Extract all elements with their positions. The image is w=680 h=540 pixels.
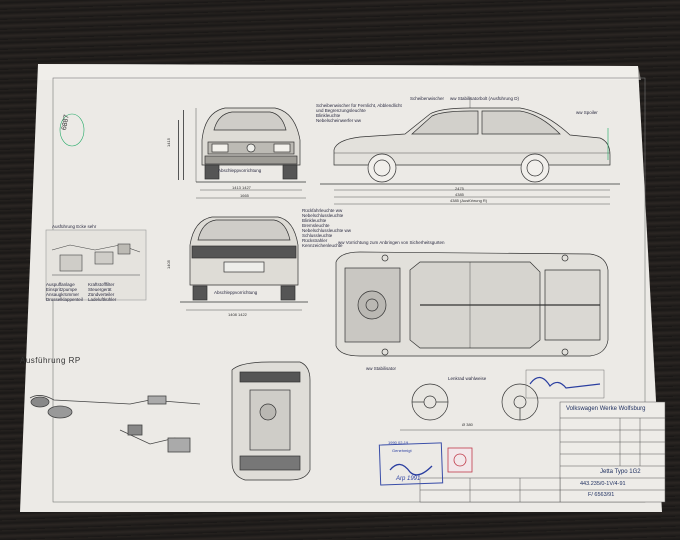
dimension-length-total: 4385 bbox=[455, 192, 464, 197]
dimension-length-c: 4385 (Ausführung R) bbox=[450, 198, 488, 203]
wiring-note: ww Vorrichtung zum Anbringen von Sicherh… bbox=[338, 240, 445, 245]
drawing-number: 443.235/0-1V/4-91 bbox=[580, 481, 626, 487]
rear-note: Schlussleuchte bbox=[302, 233, 333, 238]
dimension-length-b: 2475 bbox=[455, 186, 464, 191]
rear-note: Rückstrahler bbox=[302, 238, 328, 243]
exhaust-note: Drosselklappenteil bbox=[46, 297, 83, 302]
front-note: Nebelscheinwerfer ww bbox=[316, 118, 362, 123]
front-note: und Begrenzungsleuchte bbox=[316, 108, 366, 113]
exhaust-rp-drawing bbox=[29, 395, 201, 453]
front-note: Blinkleuchte bbox=[316, 113, 341, 118]
spoiler-label: ww Spoiler bbox=[576, 110, 598, 115]
title-block bbox=[419, 401, 666, 503]
front-note: Scheibenwischer für Fernlicht, Abblendli… bbox=[316, 103, 402, 108]
dimension-front-width-b: 1665 bbox=[240, 193, 249, 198]
dimension-height-a: 1415 bbox=[165, 138, 171, 147]
exhaust-note: Einspritzpumpe bbox=[46, 287, 78, 292]
sheet-number-mark bbox=[59, 113, 85, 147]
side-view-drawing bbox=[320, 97, 620, 205]
rear-note: Nebelschlussleuchte ww bbox=[302, 228, 352, 233]
dimension-front-width-a: 1413 1427 bbox=[232, 185, 251, 190]
engine-note: Ladeluftkühler bbox=[88, 297, 117, 302]
engine-note: Kraftstofffilter bbox=[88, 282, 115, 287]
rear-view-drawing bbox=[180, 216, 308, 311]
stamp-date: 1990 02-19 bbox=[388, 440, 409, 445]
company-name: Volkswagen Werke Wolfsburg bbox=[566, 406, 646, 412]
red-seal-stamp bbox=[447, 447, 473, 473]
rear-note: Kennzeichenleuchte bbox=[302, 243, 343, 248]
rear-window-label: Scheibenwischer bbox=[410, 96, 445, 101]
rear-note: Blinkleuchte bbox=[302, 218, 327, 223]
exhaust-note: Ansaugkrümmer bbox=[46, 292, 80, 297]
engine-note: Zündverteiler bbox=[88, 292, 115, 297]
stabilisator-label: ww Stabilisator bbox=[366, 366, 397, 371]
boot-detail-drawing bbox=[231, 361, 311, 481]
stamp-signature: Arp 1991 bbox=[396, 476, 421, 482]
rear-view-label: Abschleppvorrichtung bbox=[214, 290, 258, 295]
stamp-label: Genehmigt bbox=[392, 448, 412, 453]
rear-note: Bremsleuchte bbox=[302, 223, 330, 228]
dimension-height-b: 1405 bbox=[165, 260, 171, 269]
ausfuehrung-rp-label: Ausführung RP bbox=[20, 356, 81, 365]
exhaust-note: Ausführung Ecke sehr bbox=[52, 224, 97, 229]
antenna-label: ww Stabilisatorbolt (Ausführung D) bbox=[450, 96, 520, 101]
rear-note: Rückfahrleuchte ww bbox=[302, 208, 343, 213]
top-view-drawing bbox=[335, 251, 609, 357]
steering-wheel-drawings bbox=[400, 383, 560, 431]
dimension-rear-width: 1408 1422 bbox=[228, 312, 247, 317]
model-name: Jetta Typo 1G2 bbox=[600, 469, 641, 475]
engine-detail-drawing bbox=[45, 229, 147, 301]
engine-note: Steuergerät bbox=[88, 287, 112, 292]
exhaust-note: Auspuffanlage bbox=[46, 282, 75, 287]
dimension-turning: Ø 380 bbox=[462, 422, 473, 427]
drawing-ref: F/ 6563/91 bbox=[588, 492, 615, 498]
front-view-label: Abschleppvorrichtung bbox=[218, 168, 262, 173]
approval-stamp bbox=[378, 442, 444, 486]
top-signature bbox=[525, 369, 605, 399]
lenkrad-label: Lenkrad wahlweise bbox=[448, 376, 487, 381]
rear-note: Nebelschlussleuchte bbox=[302, 213, 344, 218]
front-view-drawing bbox=[195, 107, 306, 199]
